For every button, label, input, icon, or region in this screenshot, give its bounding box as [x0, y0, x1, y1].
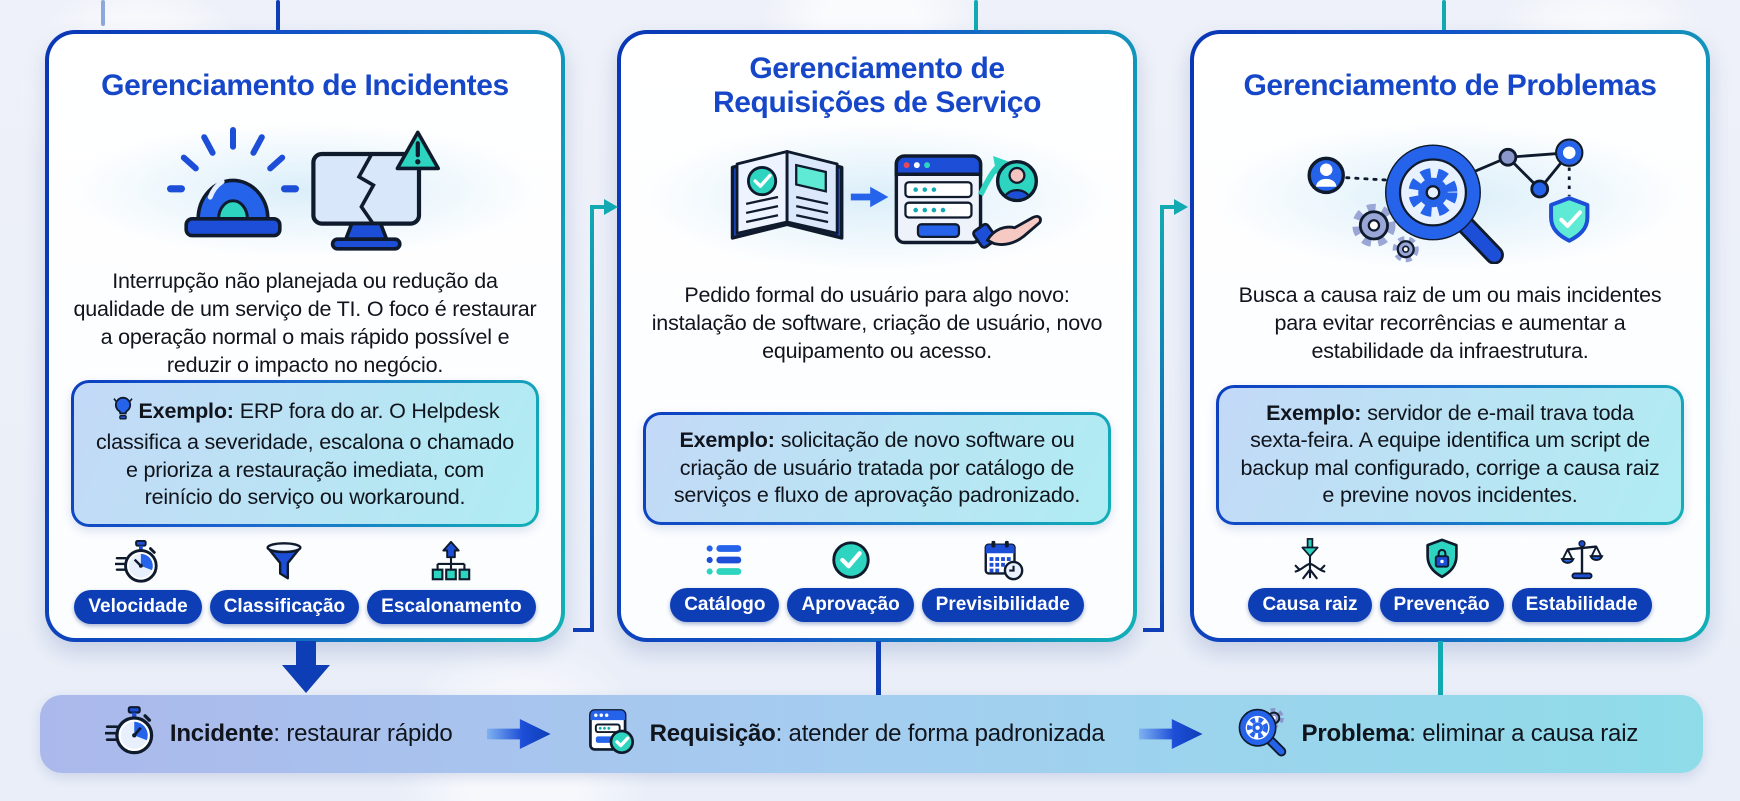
- flow-text: : atender de forma padronizada: [775, 720, 1105, 747]
- stopwatch-icon: [103, 705, 157, 764]
- connector-down-arrow-card1: [282, 641, 330, 693]
- flow-item-problema: Problema: eliminar a causa raiz: [1237, 705, 1639, 764]
- catalog-form-delivery-icon: [635, 122, 1119, 272]
- badge-pill: Prevenção: [1379, 588, 1504, 622]
- escalation-hierarchy-icon: [428, 539, 474, 585]
- connector-line-card3: [1438, 641, 1443, 695]
- connector-elbow-card1-card2: [573, 199, 618, 632]
- card-service-request-management: Gerenciamento de Requisições de Serviço: [617, 30, 1137, 642]
- flow-item-requisicao: Requisição: atender de forma padronizada: [585, 705, 1105, 764]
- example-text: servidor de e-mail trava toda sexta-feir…: [1240, 400, 1660, 508]
- badge-pill: Velocidade: [74, 589, 202, 624]
- connector-line-card2: [876, 641, 881, 695]
- badge-pill: Estabilidade: [1511, 588, 1652, 622]
- example-label: Exemplo:: [679, 428, 775, 453]
- badge-previsibilidade: Previsibilidade: [921, 537, 1084, 622]
- badge-velocidade: Velocidade: [74, 539, 202, 624]
- flow-text: : eliminar a causa raiz: [1409, 720, 1639, 747]
- check-circle-icon: [828, 537, 874, 583]
- badge-classificacao: Classificação: [209, 539, 360, 624]
- example-box: Exemplo:servidor de e-mail trava toda se…: [1216, 384, 1684, 525]
- badge-escalonamento: Escalonamento: [367, 539, 536, 624]
- card-title: Gerenciamento de Incidentes: [101, 69, 509, 103]
- form-check-icon: [585, 705, 637, 764]
- shield-lock-icon: [1419, 537, 1465, 583]
- connector-tick-top-card3: [1442, 0, 1446, 31]
- stopwatch-icon: [115, 539, 161, 585]
- card-title: Gerenciamento de Problemas: [1243, 69, 1657, 103]
- example-label: Exemplo:: [138, 398, 234, 423]
- flow-arrow-icon: [1138, 719, 1203, 749]
- flow-term: Incidente: [169, 720, 274, 747]
- connector-tick-top-card1: [276, 0, 280, 31]
- magnifier-gear-network-shield-icon: [1208, 122, 1692, 272]
- flow-item-incidente: Incidente: restaurar rápido: [103, 705, 453, 764]
- example-text: solicitação de novo software ou criação …: [673, 428, 1081, 508]
- flow-text: : restaurar rápido: [273, 720, 453, 747]
- card-description: Pedido formal do usuário para algo novo:…: [651, 283, 1103, 363]
- lightbulb-icon: [111, 395, 135, 430]
- badge-catalogo: Catálogo: [670, 537, 780, 622]
- root-cause-icon: [1287, 537, 1333, 583]
- connector-elbow-card2-card3: [1143, 199, 1188, 632]
- example-label: Exemplo:: [1266, 400, 1362, 425]
- scales-icon: [1559, 537, 1605, 583]
- badge-pill: Aprovação: [787, 588, 914, 622]
- badge-causa-raiz: Causa raiz: [1248, 537, 1372, 622]
- funnel-icon: [261, 539, 307, 585]
- flow-arrow-icon: [486, 719, 551, 749]
- flow-term: Problema: [1301, 720, 1410, 747]
- badge-pill: Escalonamento: [367, 589, 536, 624]
- connector-tick-top-card2: [974, 0, 978, 31]
- calendar-clock-icon: [980, 537, 1026, 583]
- magnifier-gear-icon: [1237, 705, 1289, 764]
- connector-tick-top-left-light: [101, 0, 105, 26]
- card-description: Interrupção não planejada ou redução da …: [73, 269, 537, 377]
- badge-pill: Catálogo: [670, 588, 780, 622]
- badge-pill: Classificação: [209, 589, 360, 624]
- example-text: ERP fora do ar. O Helpdesk classifica a …: [95, 398, 515, 510]
- example-box: Exemplo:ERP fora do ar. O Helpdesk class…: [71, 379, 539, 527]
- badge-aprovacao: Aprovação: [787, 537, 914, 622]
- badge-pill: Previsibilidade: [921, 588, 1084, 622]
- badge-estabilidade: Estabilidade: [1511, 537, 1652, 622]
- card-incident-management: Gerenciamento de Incidentes Interrupção …: [45, 30, 565, 642]
- flow-term: Requisição: [649, 720, 776, 747]
- badge-pill: Causa raiz: [1248, 588, 1372, 622]
- example-box: Exemplo:solicitação de novo software ou …: [643, 412, 1111, 525]
- badge-prevencao: Prevenção: [1379, 537, 1504, 622]
- list-icon: [702, 537, 748, 583]
- card-title: Gerenciamento de Requisições de Serviço: [712, 52, 1041, 119]
- card-problem-management: Gerenciamento de Problemas: [1190, 30, 1710, 642]
- summary-flow-bar: Incidente: restaurar rápido Requisição: …: [40, 695, 1703, 773]
- card-description: Busca a causa raiz de um ou mais inciden…: [1238, 283, 1662, 363]
- siren-broken-monitor-icon: [63, 122, 547, 258]
